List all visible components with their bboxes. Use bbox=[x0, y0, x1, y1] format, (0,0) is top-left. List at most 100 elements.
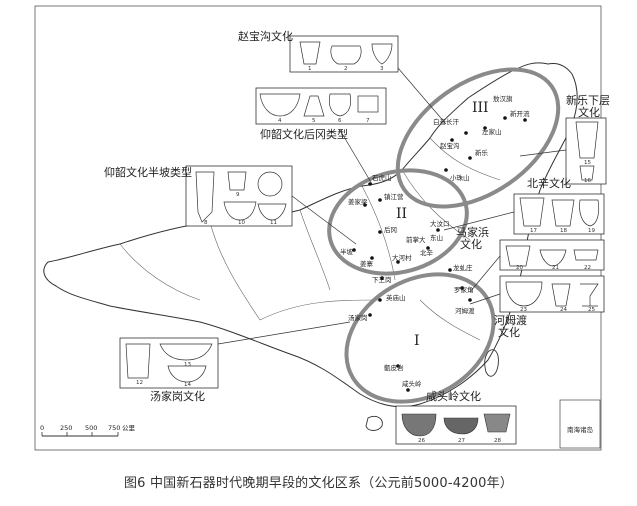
place-zhaobaogou: 赵宝沟 bbox=[440, 141, 460, 150]
culture-xinle-line2: 文化 bbox=[578, 105, 600, 119]
place-banpo: 半坡 bbox=[340, 247, 354, 256]
place-xiaozhushan: 小珠山 bbox=[450, 173, 470, 182]
artifact-number: 23 bbox=[520, 307, 527, 313]
artifact-number: 12 bbox=[136, 380, 143, 386]
culture-tangjiagang: 汤家岗文化 bbox=[150, 389, 205, 403]
artifact-number: 20 bbox=[516, 265, 523, 271]
artifact-number: 6 bbox=[338, 118, 342, 124]
artifact-number: 14 bbox=[184, 382, 191, 388]
artifact-number: 17 bbox=[530, 228, 537, 234]
culture-map: 南海诸岛 III II I 敖汉旗 新开流 白音长汗 左家山 赵宝沟 新乐 小珠… bbox=[34, 5, 614, 451]
region-label-2: II bbox=[396, 206, 407, 222]
place-beixin: 北辛 bbox=[420, 248, 434, 257]
artifact-number: 18 bbox=[560, 228, 567, 234]
panel-xinle-vessels bbox=[575, 121, 599, 181]
place-qianzhangda: 前掌大 bbox=[406, 235, 426, 244]
artifact-number: 15 bbox=[584, 160, 591, 166]
artifact-numbers: 1 2 3 4 5 6 7 8 9 10 11 12 13 14 15 16 1… bbox=[136, 66, 595, 444]
place-xiantouling: 咸头岭 bbox=[402, 379, 422, 388]
panel-yangshao-banpo-vessels bbox=[195, 171, 287, 223]
artifact-number: 7 bbox=[366, 118, 370, 124]
inset-box bbox=[559, 399, 601, 449]
place-longqiuzhuang: 龙虬庄 bbox=[453, 263, 473, 272]
artifact-number: 5 bbox=[312, 118, 316, 124]
place-dahecun: 大河村 bbox=[392, 253, 412, 262]
scale-tick-500: 500 bbox=[85, 424, 97, 432]
region-ring-3 bbox=[395, 67, 561, 209]
artifact-number: 25 bbox=[588, 307, 595, 313]
leader-lines bbox=[217, 67, 567, 345]
region-ring-2 bbox=[327, 168, 469, 276]
place-xiawanggang: 下王岗 bbox=[372, 276, 392, 284]
culture-xinle: 新乐下层 文化 bbox=[566, 93, 614, 119]
culture-yangshao-banpo: 仰韶文化半坡类型 bbox=[104, 165, 192, 179]
artifact-number: 3 bbox=[380, 66, 384, 72]
artifact-number: 26 bbox=[418, 438, 425, 444]
artifact-number: 11 bbox=[270, 220, 277, 226]
culture-majiabang-line1: 马家浜 bbox=[456, 225, 489, 239]
region-ring-1 bbox=[344, 272, 496, 404]
place-shijiahe: 石虎山 bbox=[372, 173, 392, 182]
panel-xiantouling-vessels bbox=[401, 413, 511, 437]
region-label-1: I bbox=[414, 333, 420, 349]
artifact-number: 8 bbox=[204, 220, 208, 226]
scale-tick-250: 250 bbox=[60, 424, 72, 432]
place-zengpiyan: 甑皮岩 bbox=[384, 363, 404, 372]
place-hemudu: 河姆渡 bbox=[455, 306, 475, 315]
panel-tangjiagang bbox=[119, 337, 219, 389]
site-dots bbox=[352, 116, 527, 392]
place-jiangzhai: 姜寨 bbox=[360, 259, 374, 268]
culture-majiabang: 马家浜 文化 bbox=[456, 225, 493, 251]
panel-beixin-vessels bbox=[519, 197, 600, 227]
culture-xiantouling: 咸头岭文化 bbox=[426, 389, 481, 403]
place-luojiajiao: 罗家角 bbox=[454, 285, 474, 294]
inset-label: 南海诸岛 bbox=[567, 425, 593, 434]
culture-xinle-line1: 新乐下层 bbox=[566, 93, 610, 107]
place-yingjiashan: 英庙山 bbox=[386, 293, 406, 302]
region-label-3: III bbox=[472, 100, 489, 116]
panel-majiabang bbox=[499, 239, 605, 271]
culture-hemudu: 河姆渡 文化 bbox=[494, 313, 531, 339]
culture-zhaobaogou: 赵宝沟文化 bbox=[238, 29, 293, 43]
place-jiangjiashan: 姜家梁 bbox=[348, 197, 368, 206]
place-zuojiashan: 左家山 bbox=[482, 127, 502, 136]
artifact-number: 9 bbox=[236, 192, 240, 198]
place-zhenjiang: 镇江营 bbox=[384, 192, 404, 201]
panel-zhaobaogou-vessels bbox=[299, 41, 393, 65]
artifact-number: 22 bbox=[584, 265, 591, 271]
place-dawenkou: 大汶口 bbox=[430, 219, 450, 228]
culture-beixin: 北辛文化 bbox=[527, 176, 571, 190]
culture-hemudu-line1: 河姆渡 bbox=[494, 313, 527, 327]
artifact-number: 19 bbox=[588, 228, 595, 234]
panel-xinle bbox=[565, 117, 607, 185]
place-baiyinchanghan: 白音长汗 bbox=[433, 117, 460, 126]
artifact-number: 1 bbox=[308, 66, 312, 72]
figure-caption: 图6 中国新石器时代晚期早段的文化区系（公元前5000-4200年） bbox=[123, 476, 514, 491]
place-xinle: 新乐 bbox=[475, 148, 489, 157]
artifact-number: 28 bbox=[494, 438, 501, 444]
place-tangjiagang: 汤家岗 bbox=[348, 313, 368, 322]
panel-beixin bbox=[513, 193, 605, 235]
artifact-number: 24 bbox=[560, 307, 567, 313]
artifact-number: 10 bbox=[238, 220, 245, 226]
place-aohanqi: 敖汉旗 bbox=[493, 94, 513, 103]
place-xinkailiu: 新开流 bbox=[510, 109, 530, 118]
scale-bar: 0 250 500 750 公里 bbox=[40, 424, 136, 437]
scale-tick-0: 0 bbox=[40, 424, 44, 432]
artifact-number: 2 bbox=[344, 66, 348, 72]
panel-tangjiagang-vessels bbox=[125, 343, 213, 383]
panel-yangshao-hougang-vessels bbox=[259, 93, 379, 117]
internal-boundaries bbox=[119, 137, 501, 341]
taiwan-island bbox=[484, 349, 499, 377]
artifact-number: 21 bbox=[552, 265, 559, 271]
artifact-number: 16 bbox=[584, 178, 591, 184]
scale-tick-750: 750 bbox=[108, 424, 120, 432]
panel-majiabang-vessels bbox=[505, 245, 599, 267]
artifact-number: 13 bbox=[184, 362, 191, 368]
artifact-number: 27 bbox=[458, 438, 465, 444]
hainan-island bbox=[365, 415, 383, 431]
scale-unit: 公里 bbox=[122, 424, 136, 432]
culture-yangshao-hougang: 仰韶文化后冈类型 bbox=[260, 127, 348, 141]
panel-hemudu-vessels bbox=[505, 281, 599, 307]
culture-hemudu-line2: 文化 bbox=[498, 325, 520, 339]
